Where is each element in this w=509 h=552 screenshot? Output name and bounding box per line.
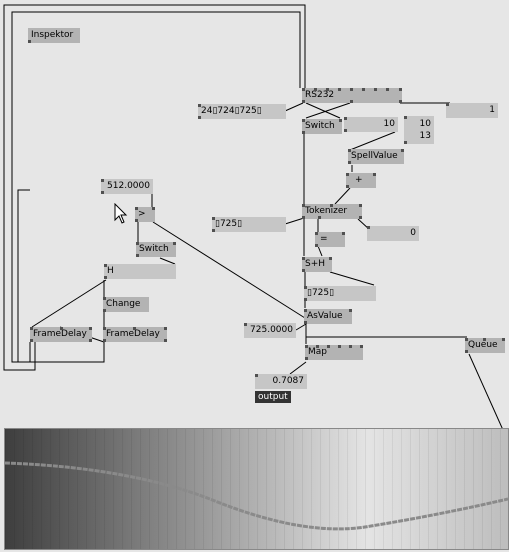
equals-node[interactable]: = <box>315 232 345 247</box>
framedelay-node-right-label: FrameDelay <box>106 329 160 339</box>
wire-plus-tokenizer[interactable] <box>334 187 351 205</box>
token-input-iobox[interactable]: ▯725▯ <box>212 217 286 232</box>
wire-map-output[interactable] <box>289 361 307 375</box>
mouse-cursor-icon <box>114 203 128 224</box>
output-label: output <box>255 391 291 403</box>
tokenizer-node[interactable]: Tokenizer <box>302 204 362 219</box>
wire-framedelay-loop[interactable] <box>17 189 105 363</box>
threshold-value: 512.0000 <box>107 181 150 191</box>
asvalue-output-value: 725.0000 <box>250 325 293 335</box>
change-node-label: Change <box>106 299 141 309</box>
zero-value: 0 <box>410 228 416 238</box>
queue-node[interactable]: Queue <box>465 338 505 353</box>
token-input-value: ▯725▯ <box>215 219 243 229</box>
framedelay-node-left-label: FrameDelay <box>33 329 87 339</box>
wire-equals-sh[interactable] <box>317 245 323 257</box>
map-node[interactable]: Map <box>305 345 363 360</box>
map-output-value: 0.7087 <box>272 376 305 386</box>
wire-ten-spell[interactable] <box>349 131 396 151</box>
wire-asvalue-out[interactable] <box>295 323 307 331</box>
switch-node-rs232[interactable]: Switch <box>302 119 342 134</box>
wire-switch-h[interactable] <box>159 257 176 265</box>
switch-node-rs232-label: Switch <box>305 121 335 131</box>
wire-token-in[interactable] <box>284 217 305 225</box>
renderer-window[interactable] <box>4 428 509 550</box>
sh-output-iobox[interactable]: ▯725▯ <box>304 286 376 301</box>
wire-serial-in[interactable] <box>284 102 304 112</box>
ten-iobox[interactable]: 10 <box>344 117 398 132</box>
map-node-label: Map <box>308 347 327 357</box>
inspektor-node-label: Inspektor <box>31 30 74 40</box>
map-output-iobox[interactable]: 0.7087 <box>255 374 307 389</box>
asvalue-node-label: AsValue <box>307 311 343 321</box>
sh-output-value: ▯725▯ <box>307 288 335 298</box>
framedelay-node-right[interactable]: FrameDelay <box>103 327 167 342</box>
threshold-iobox[interactable]: 512.0000 <box>101 179 153 194</box>
greater-node[interactable]: > <box>135 207 155 222</box>
wire-h-framedelay[interactable] <box>31 279 107 328</box>
spellvalue-node[interactable]: SpellValue <box>348 149 404 164</box>
plus-node[interactable]: + <box>346 173 376 188</box>
ten-thirteen-iobox[interactable]: 10 13 <box>404 116 434 144</box>
wire-sh-out[interactable] <box>329 271 375 286</box>
equals-node-label: = <box>320 234 328 244</box>
asvalue-node[interactable]: AsValue <box>304 309 352 324</box>
h-value: H <box>107 266 114 276</box>
inspektor-node[interactable]: Inspektor <box>28 28 80 43</box>
sh-node-label: S+H <box>305 259 326 269</box>
wire-queue-renderer[interactable] <box>468 353 504 431</box>
sh-node[interactable]: S+H <box>302 257 332 272</box>
switch-node-h-label: Switch <box>139 244 169 254</box>
rs232-output-value: 1 <box>489 105 495 115</box>
zero-iobox[interactable]: 0 <box>367 226 419 241</box>
framedelay-node-left[interactable]: FrameDelay <box>30 327 92 342</box>
rs232-node-label: RS232 <box>305 90 335 100</box>
serial-input-iobox[interactable]: 24▯724▯725▯ <box>198 104 286 119</box>
ten-thirteen-value-a: 10 <box>419 119 431 129</box>
change-node[interactable]: Change <box>103 297 149 312</box>
renderer-curve <box>5 461 508 531</box>
plus-node-label: + <box>355 175 363 185</box>
wire-loop-outer[interactable] <box>3 4 306 371</box>
wire-rs232-switch-a[interactable] <box>305 102 341 119</box>
serial-input-value: 24▯724▯725▯ <box>201 106 262 116</box>
h-value-iobox[interactable]: H <box>104 264 176 279</box>
tokenizer-node-label: Tokenizer <box>305 206 348 216</box>
greater-node-label: > <box>138 209 146 219</box>
rs232-output-iobox[interactable]: 1 <box>446 103 498 118</box>
wire-rs232-switch-b[interactable] <box>305 102 351 119</box>
rs232-node[interactable]: RS232 <box>302 88 402 103</box>
spellvalue-node-label: SpellValue <box>351 151 398 161</box>
renderer-gradient-plot <box>5 429 508 549</box>
switch-node-h[interactable]: Switch <box>136 242 176 257</box>
wire-greater-asvalue[interactable] <box>152 221 306 319</box>
queue-node-label: Queue <box>468 340 498 350</box>
wire-loop-inner[interactable] <box>11 11 301 363</box>
ten-value: 10 <box>383 119 395 129</box>
ten-thirteen-value-b: 13 <box>419 131 431 141</box>
asvalue-output-iobox[interactable]: 725.0000 <box>244 323 296 338</box>
